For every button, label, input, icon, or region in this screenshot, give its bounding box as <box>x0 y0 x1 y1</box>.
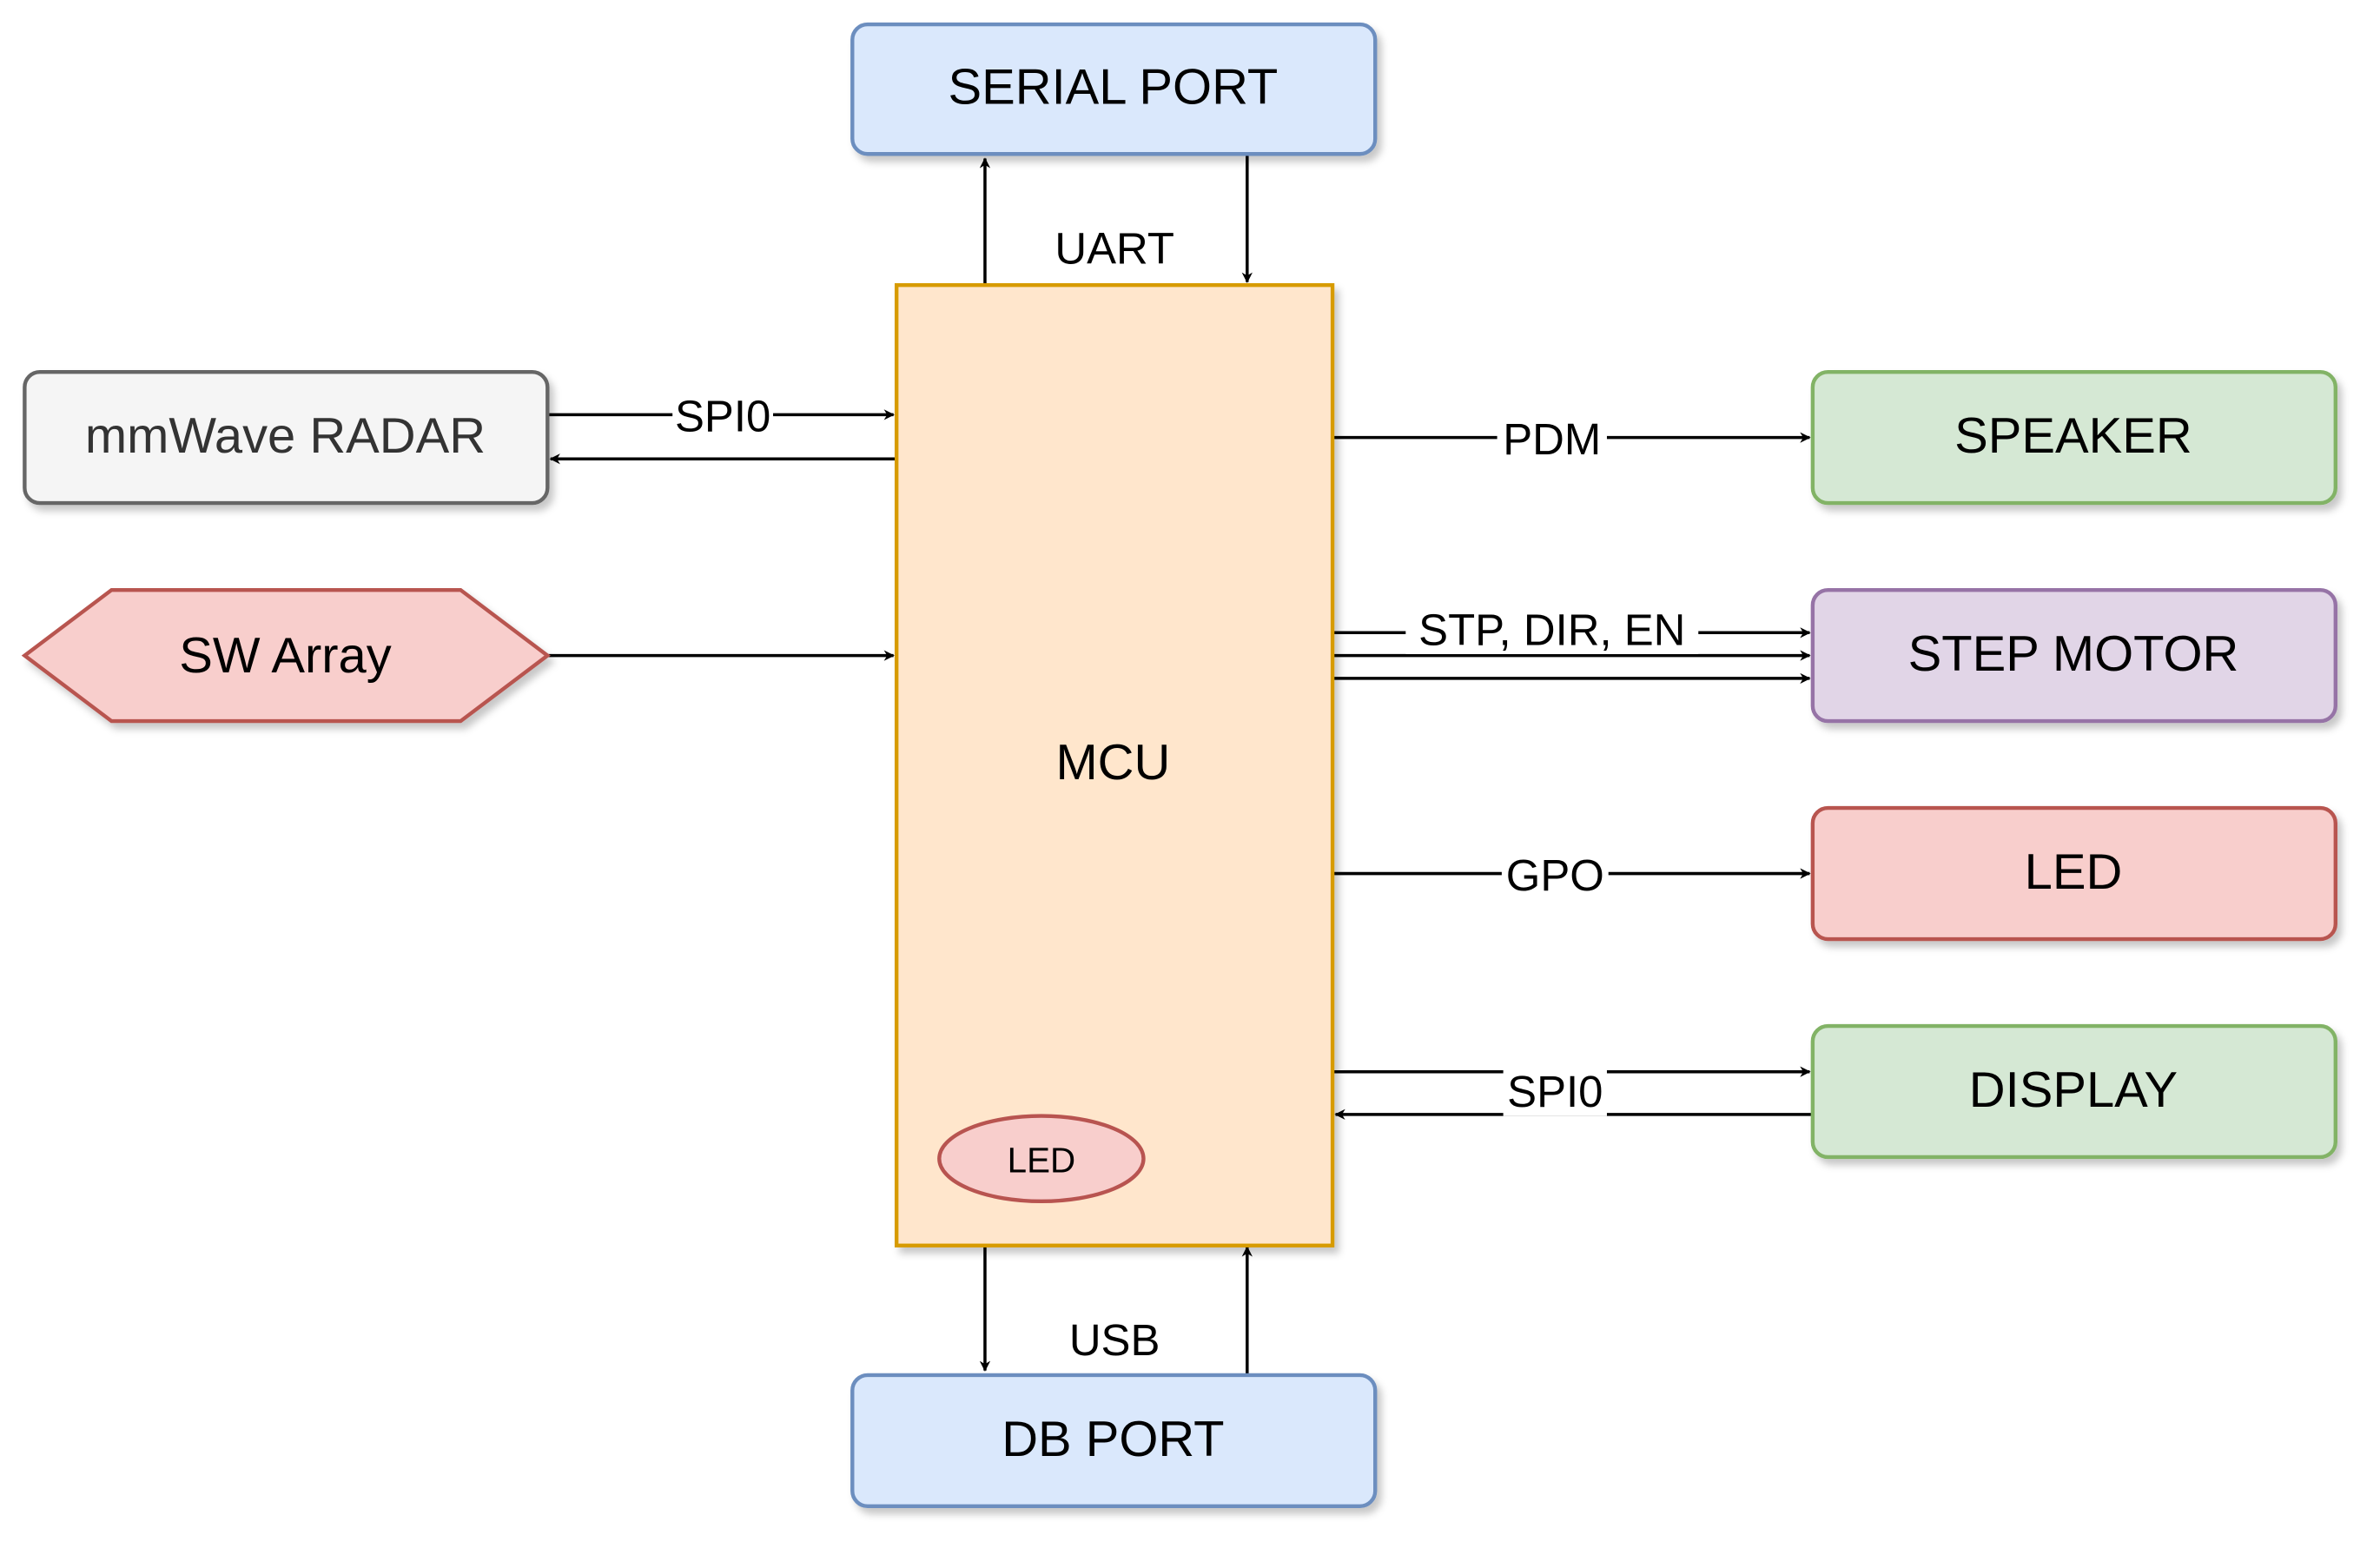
sw-array-block: SW Array <box>21 587 551 724</box>
mcu-label: MCU <box>1055 735 1170 791</box>
radar-block: mmWave RADAR <box>23 370 550 506</box>
sw-array-label: SW Array <box>179 628 392 684</box>
mcu-led-label: LED <box>1008 1141 1076 1181</box>
speaker-block: SPEAKER <box>1810 370 2338 506</box>
db-port-label: DB PORT <box>1002 1412 1224 1467</box>
led-label: LED <box>2025 844 2123 900</box>
uart-label: UART <box>1054 224 1174 274</box>
serial-port-block: SERIAL PORT <box>850 22 1378 156</box>
display-spi-label: SPI0 <box>1507 1067 1603 1116</box>
step-motor-block: STEP MOTOR <box>1810 587 2338 724</box>
step-motor-label: STEP MOTOR <box>1908 626 2239 682</box>
mcu-block: MCU LED <box>894 282 1335 1247</box>
serial-port-label: SERIAL PORT <box>949 59 1279 115</box>
display-block: DISPLAY <box>1810 1023 2338 1160</box>
connector-labels: UART USB SPI0 PDM STP, DIR, EN GPO SPI0 <box>672 222 1699 1365</box>
step-signals-label: STP, DIR, EN <box>1418 605 1685 654</box>
db-port-block: DB PORT <box>850 1373 1378 1509</box>
usb-label: USB <box>1069 1315 1160 1365</box>
radar-label: mmWave RADAR <box>85 408 486 464</box>
mcu-led-indicator <box>937 1114 1146 1204</box>
speaker-label: SPEAKER <box>1954 408 2192 464</box>
pdm-label: PDM <box>1503 414 1601 464</box>
radar-spi-label: SPI0 <box>675 392 770 441</box>
display-label: DISPLAY <box>1969 1062 2178 1118</box>
gpo-label: GPO <box>1506 850 1604 900</box>
led-block: LED <box>1810 805 2338 942</box>
